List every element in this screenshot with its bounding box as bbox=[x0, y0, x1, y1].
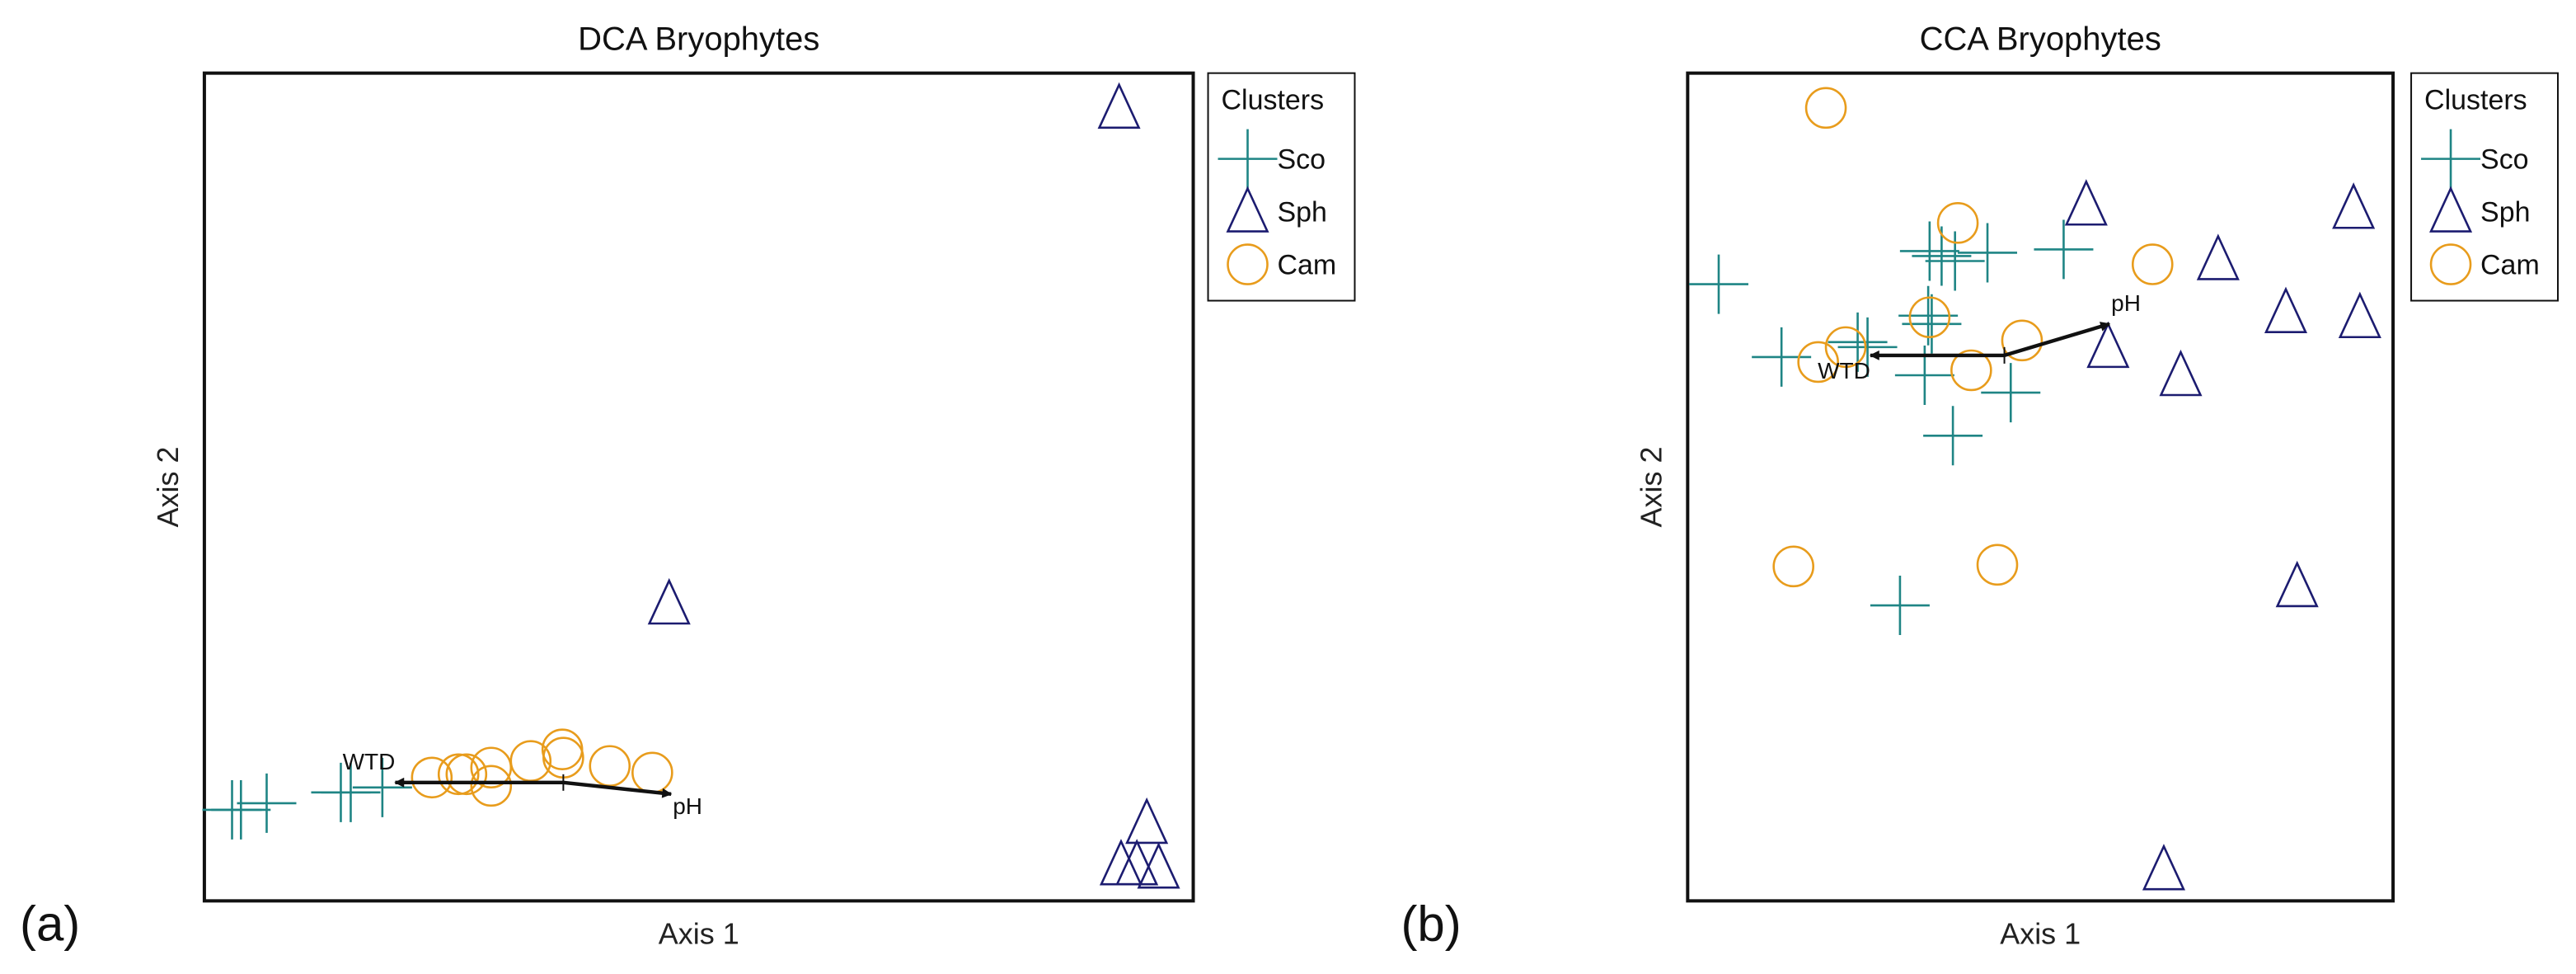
cam-point bbox=[1950, 349, 1992, 392]
y-axis-label: Axis 2 bbox=[1634, 447, 1668, 528]
legend-sco-icon bbox=[1218, 129, 1278, 189]
sph-point bbox=[2332, 182, 2376, 229]
sph-point bbox=[2064, 179, 2108, 226]
cam-point bbox=[1936, 202, 1979, 244]
sph-point bbox=[1097, 82, 1141, 129]
sph-point bbox=[1137, 842, 1180, 889]
cam-point bbox=[470, 765, 513, 807]
legend-sph-icon bbox=[1226, 186, 1269, 233]
ph-vector-label: pH bbox=[673, 793, 702, 819]
sco-point bbox=[1925, 231, 1985, 291]
sph-point bbox=[647, 577, 691, 625]
plot-frame bbox=[202, 71, 1195, 903]
x-axis-label: Axis 1 bbox=[2000, 916, 2081, 950]
cam-point bbox=[1824, 326, 1867, 369]
sco-point bbox=[1899, 221, 1959, 281]
cam-point bbox=[411, 756, 453, 799]
sph-point bbox=[2264, 286, 2308, 334]
sco-point bbox=[1837, 317, 1898, 377]
y-axis-label: Axis 2 bbox=[151, 447, 185, 528]
sco-point bbox=[237, 773, 297, 833]
cam-point bbox=[445, 753, 488, 796]
cam-point bbox=[1772, 545, 1814, 588]
wtd-vector-label: WTD bbox=[343, 749, 396, 774]
sco-point bbox=[211, 779, 271, 840]
legend-sph-label: Sph bbox=[1278, 197, 1327, 228]
legend-cam-label: Cam bbox=[2480, 250, 2540, 281]
panel-label: (b) bbox=[1401, 896, 1461, 951]
cam-point bbox=[631, 751, 673, 794]
sco-point bbox=[1870, 576, 1930, 636]
chart-title: DCA Bryophytes bbox=[578, 21, 819, 58]
legend-cam-label: Cam bbox=[1278, 250, 1337, 281]
sph-point bbox=[2142, 844, 2185, 891]
chart-title: CCA Bryophytes bbox=[1920, 21, 2161, 58]
legend-sph-icon bbox=[2429, 186, 2473, 233]
cam-point bbox=[589, 745, 631, 788]
legend-box bbox=[1207, 72, 1356, 302]
x-axis-label: Axis 1 bbox=[659, 916, 739, 950]
sco-point bbox=[352, 757, 412, 817]
sco-point bbox=[1689, 254, 1748, 314]
legend-sph-label: Sph bbox=[2480, 197, 2530, 228]
cam-point bbox=[437, 753, 480, 796]
sco-point bbox=[1958, 223, 2018, 283]
sco-point bbox=[1898, 285, 1959, 346]
legend-sco-label: Sco bbox=[1278, 144, 1326, 176]
sph-point bbox=[2086, 321, 2130, 369]
sph-point bbox=[2338, 291, 2381, 339]
cam-point bbox=[541, 728, 584, 770]
sco-point bbox=[1923, 406, 1983, 466]
legend-sco-label: Sco bbox=[2480, 144, 2529, 176]
cam-point bbox=[1908, 296, 1951, 339]
sph-point bbox=[1115, 839, 1159, 886]
cam-point bbox=[1797, 341, 1839, 383]
legend-sco-icon bbox=[2421, 129, 2481, 189]
sco-point bbox=[321, 762, 381, 822]
cam-point bbox=[2131, 243, 2174, 285]
cam-point bbox=[470, 746, 513, 789]
wtd-vector-label: WTD bbox=[1818, 358, 1870, 383]
panel-label: (a) bbox=[20, 896, 80, 951]
legend-title: Clusters bbox=[2424, 85, 2527, 116]
cam-point bbox=[1976, 543, 2019, 586]
sco-point bbox=[2034, 219, 2094, 280]
legend-box bbox=[2410, 72, 2560, 302]
cam-point bbox=[1804, 87, 1847, 129]
sph-point bbox=[1125, 797, 1169, 845]
cam-point bbox=[2001, 319, 2043, 362]
sco-point bbox=[1912, 226, 1972, 286]
legend-title: Clusters bbox=[1222, 85, 1325, 116]
ph-vector-arrow bbox=[563, 780, 673, 798]
plot-frame bbox=[1686, 71, 2395, 903]
ph-vector-arrow bbox=[2003, 322, 2111, 358]
legend-cam-icon bbox=[1227, 243, 1269, 285]
sph-point bbox=[2159, 349, 2203, 397]
ph-vector-label: pH bbox=[2111, 290, 2141, 316]
sco-point bbox=[1981, 363, 2041, 423]
sco-point bbox=[1752, 327, 1812, 387]
legend-cam-icon bbox=[2429, 243, 2472, 285]
sph-point bbox=[2196, 233, 2240, 280]
sph-point bbox=[2275, 560, 2319, 608]
